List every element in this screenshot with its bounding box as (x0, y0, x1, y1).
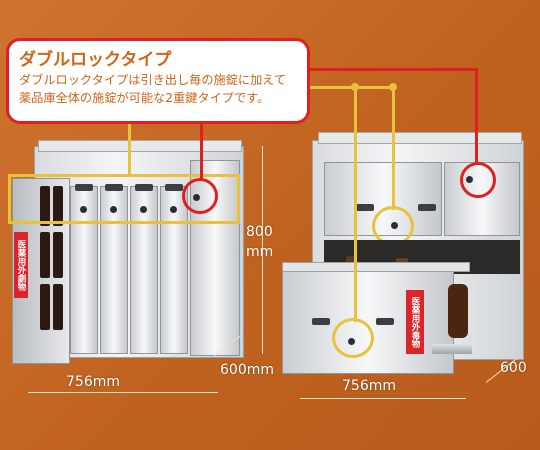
right-cabinet-label: 医薬用外毒物 (406, 290, 424, 354)
leader-line (128, 124, 131, 176)
red-leader-line (200, 124, 203, 180)
door-handle[interactable] (135, 184, 153, 191)
drawer-rail (432, 344, 472, 354)
callout-line-2: 薬品庫全体の施錠が可能な2重鍵タイプです。 (19, 91, 270, 105)
bottle (53, 284, 63, 330)
lock-row-highlight (8, 174, 240, 224)
double-lock-callout: ダブルロックタイプ ダブルロックタイプは引き出し毎の施錠に加えて 薬品庫全体の施… (6, 38, 310, 124)
height-dimension-line (262, 146, 263, 354)
right-width-label: 756mm (342, 378, 396, 394)
master-lock-highlight (182, 178, 218, 214)
drawer-handle[interactable] (376, 318, 394, 325)
door-handle[interactable] (165, 184, 183, 191)
drawer-top-edge (282, 262, 470, 272)
red-leader-line (475, 68, 478, 164)
callout-title: ダブルロックタイプ (19, 50, 172, 70)
left-cabinet-top (38, 140, 242, 152)
left-door-4[interactable] (160, 186, 188, 354)
door-handle[interactable] (75, 184, 93, 191)
height-dimension-value: 800 (246, 224, 273, 240)
master-lock-highlight (460, 162, 496, 198)
right-cabinet-top (318, 132, 522, 144)
drawer-handle[interactable] (356, 204, 374, 211)
callout-line-1: ダブルロックタイプは引き出し毎の施錠に加えて (19, 73, 287, 87)
drawer-handle[interactable] (312, 318, 330, 325)
right-depth-label: 600 (500, 360, 527, 376)
right-upper-drawer[interactable] (324, 162, 442, 236)
keyhole-icon[interactable] (110, 206, 117, 213)
left-cabinet-label: 医薬用外劇物 (14, 232, 28, 298)
left-width-dimension-line (28, 392, 218, 393)
bottle (40, 232, 50, 278)
leader-dot (351, 83, 359, 91)
keyhole-icon[interactable] (80, 206, 87, 213)
left-width-label: 756mm (66, 374, 120, 390)
leader-line (392, 86, 395, 210)
leader-line (354, 86, 357, 322)
leader-dot (389, 83, 397, 91)
red-leader-line (310, 68, 478, 71)
door-handle[interactable] (105, 184, 123, 191)
drawer-handle[interactable] (418, 204, 436, 211)
right-lower-drawer[interactable] (282, 270, 454, 374)
lower-lock-highlight (332, 318, 374, 358)
right-width-dimension-line (300, 398, 466, 399)
keyhole-icon[interactable] (170, 206, 177, 213)
height-dimension-unit: mm (246, 244, 274, 260)
left-door-2[interactable] (100, 186, 128, 354)
bottle (40, 284, 50, 330)
keyhole-icon[interactable] (140, 206, 147, 213)
bottle (53, 232, 63, 278)
left-depth-label: 600mm (220, 362, 274, 378)
callout-body: ダブルロックタイプは引き出し毎の施錠に加えて 薬品庫全体の施錠が可能な2重鍵タイ… (19, 71, 309, 107)
bottle (40, 186, 50, 226)
bottle (53, 186, 63, 226)
bottle (448, 284, 468, 338)
